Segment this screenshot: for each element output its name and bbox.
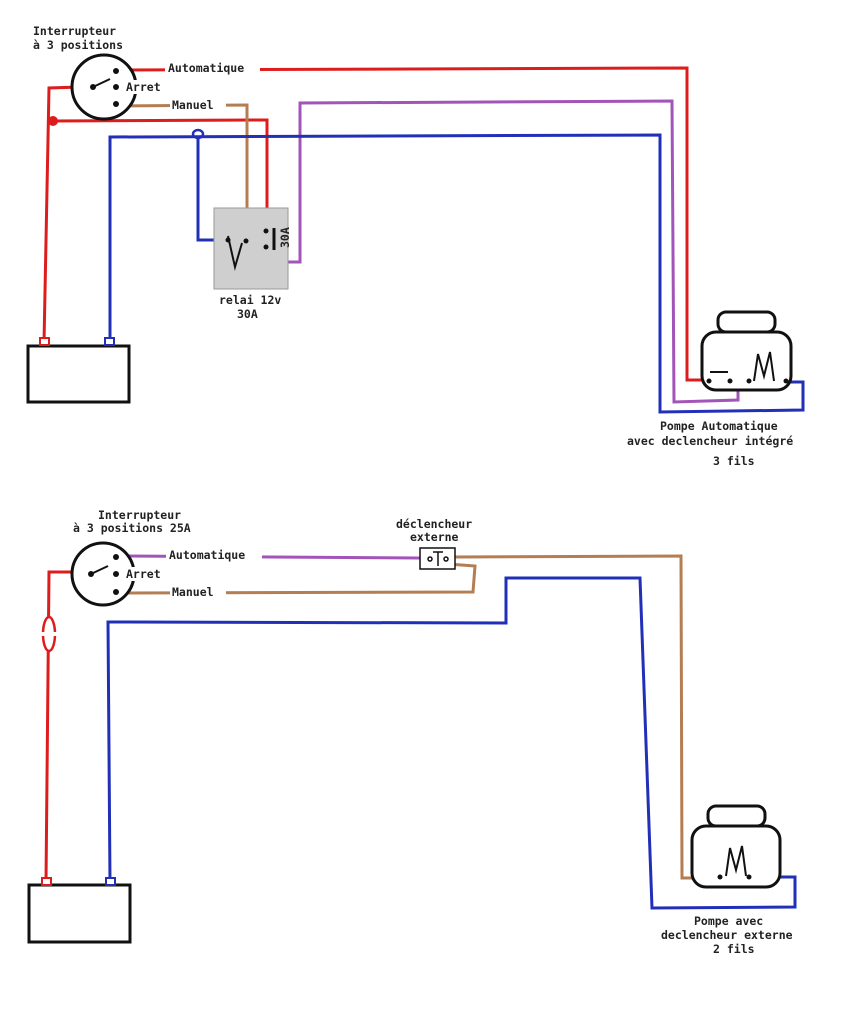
top-relay-label-line2: 30A	[237, 307, 258, 321]
top-pump-terminal-1[interactable]	[706, 378, 712, 384]
top-pump-label-line3: 3 fils	[713, 454, 755, 468]
top-switch-terminal-manuel[interactable]	[113, 101, 119, 107]
bottom-pump-label-line2: declencheur externe	[661, 928, 793, 942]
top-battery	[26, 337, 131, 404]
top-battery-body	[26, 344, 131, 404]
top-relay-body	[213, 207, 289, 290]
top-switch-title-line2: à 3 positions	[33, 38, 123, 52]
top-pump	[700, 310, 793, 392]
top-junction-node	[48, 116, 58, 126]
bottom-trigger-terminal-2[interactable]	[443, 556, 449, 562]
top-switch-title-line1: Interrupteur	[33, 24, 116, 38]
top-pump-terminal-3[interactable]	[746, 378, 752, 384]
top-wire-relay-supply	[52, 118, 269, 240]
top-battery-terminal-positive[interactable]	[39, 337, 50, 346]
top-relay-terminal-switch-2[interactable]	[263, 244, 269, 250]
top-relay-label-line1: relai 12v	[219, 293, 281, 307]
bottom-wire-manuel	[117, 562, 477, 595]
top-relay-coil	[227, 235, 243, 271]
top-switch-terminal-arret[interactable]	[113, 84, 119, 90]
top-pump-body	[700, 330, 793, 392]
bottom-label-arret: Arret	[126, 567, 161, 581]
bottom-wire-negative	[106, 576, 797, 910]
top-label-arret: Arret	[126, 80, 161, 94]
top-relay-terminal-coil-2[interactable]	[243, 238, 249, 244]
bottom-wire-trigger-to-pump	[454, 554, 726, 880]
top-negative-splice	[191, 128, 205, 140]
bottom-switch-terminal-arret[interactable]	[113, 571, 119, 577]
top-pump-label-line2: avec declencheur intégré	[627, 434, 793, 448]
bottom-trigger-label-line1: déclencheur	[396, 517, 472, 531]
bottom-trigger-label-line2: externe	[410, 530, 459, 544]
top-switch[interactable]	[70, 53, 138, 121]
top-wire-manuel	[117, 103, 249, 242]
bottom-pump-cap	[706, 804, 767, 828]
bottom-wire-automatique	[117, 554, 421, 560]
bottom-battery	[27, 877, 132, 944]
top-switch-lever	[92, 78, 111, 88]
bottom-pump-terminal-1[interactable]	[717, 874, 723, 880]
top-relay: 30A	[213, 207, 292, 290]
top-relay-rating: 30A	[278, 227, 292, 248]
bottom-wires	[44, 554, 797, 910]
bottom-circuit: Interrupteur à 3 positions 25A Automatiq…	[27, 508, 797, 956]
bottom-switch-terminal-auto[interactable]	[113, 554, 119, 560]
top-pump-label-line1: Pompe Automatique	[660, 419, 778, 433]
bottom-switch-lever	[90, 565, 109, 575]
bottom-battery-body	[27, 883, 132, 944]
top-label-automatique: Automatique	[168, 61, 244, 75]
bottom-label-manuel: Manuel	[172, 585, 214, 599]
bottom-pump-body	[690, 824, 782, 889]
bottom-pump	[690, 804, 782, 889]
top-pump-cap	[716, 310, 777, 334]
bottom-switch[interactable]	[70, 541, 136, 607]
top-switch-terminal-auto[interactable]	[113, 68, 119, 74]
bottom-pump-motor-symbol	[725, 845, 747, 877]
top-wires	[42, 66, 805, 414]
bottom-switch-title-line2: à 3 positions 25A	[73, 521, 191, 535]
top-pump-terminal-4[interactable]	[783, 378, 789, 384]
bottom-external-trigger[interactable]	[419, 547, 456, 570]
bottom-trigger-terminal-1[interactable]	[427, 556, 433, 562]
top-wire-automatique	[117, 66, 707, 382]
top-pump-motor-symbol	[753, 351, 775, 382]
top-wire-relay-output	[264, 99, 740, 404]
bottom-switch-terminal-manuel[interactable]	[113, 589, 119, 595]
top-wire-negative	[108, 133, 805, 414]
bottom-pump-label-line3: 2 fils	[713, 942, 755, 956]
bottom-label-automatique: Automatique	[169, 548, 245, 562]
top-pump-terminal-2[interactable]	[727, 378, 733, 384]
bottom-pump-terminal-2[interactable]	[746, 874, 752, 880]
bottom-pump-label-line1: Pompe avec	[694, 914, 763, 928]
top-circuit: Interrupteur à 3 positions Automatique A…	[26, 24, 805, 468]
bottom-switch-title-line1: Interrupteur	[98, 508, 181, 522]
top-relay-terminal-coil-1[interactable]	[225, 237, 231, 243]
bottom-battery-terminal-positive[interactable]	[41, 877, 52, 886]
bottom-battery-terminal-negative[interactable]	[105, 877, 116, 886]
top-battery-terminal-negative[interactable]	[104, 337, 115, 346]
top-relay-terminal-switch-1[interactable]	[263, 228, 269, 234]
top-label-manuel: Manuel	[172, 98, 214, 112]
